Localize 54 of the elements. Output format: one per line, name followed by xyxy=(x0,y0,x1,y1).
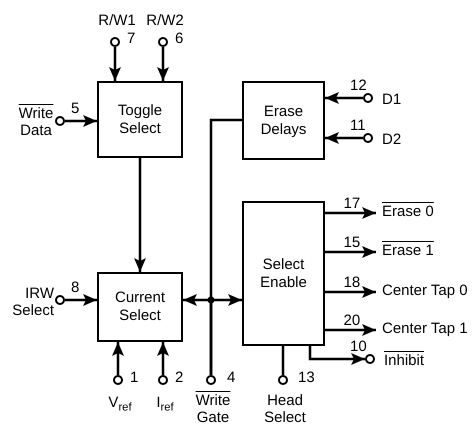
signal-label: Write Gate xyxy=(194,392,232,426)
pin-number: 12 xyxy=(350,78,367,93)
signal-line xyxy=(282,346,284,375)
function-block xyxy=(242,201,325,346)
block-label: Select Enable xyxy=(259,256,308,292)
pin-number: 17 xyxy=(342,196,362,211)
signal-label: V$_{ref}$ xyxy=(107,394,133,412)
signal-label: Head Select xyxy=(263,392,307,426)
pin-number: 11 xyxy=(350,118,366,133)
pin-number: 8 xyxy=(71,280,80,295)
pin-number: 6 xyxy=(175,31,184,46)
pin-number: 18 xyxy=(342,275,362,290)
pin-number: 10 xyxy=(350,339,367,354)
signal-arrow xyxy=(325,324,376,336)
pin-number: 2 xyxy=(175,370,184,385)
signal-line xyxy=(210,118,242,375)
signal-label: Center Tap 1 xyxy=(376,321,468,338)
block-label: Current Select xyxy=(114,289,166,325)
signal-label: D1 xyxy=(382,91,402,108)
block-label: Toggle Select xyxy=(116,102,164,138)
signal-arrow xyxy=(325,286,376,298)
pin-number: 20 xyxy=(342,313,362,328)
signal-label: Write Data xyxy=(18,105,54,140)
signal-arrow xyxy=(157,342,169,375)
signal-label: Erase 0 xyxy=(376,204,434,220)
signal-arrow xyxy=(325,207,376,219)
pin-number: 15 xyxy=(342,235,362,250)
pin-number: 13 xyxy=(298,370,315,385)
function-block xyxy=(97,272,183,342)
function-block xyxy=(242,81,325,160)
signal-label: IRW Select xyxy=(11,285,54,320)
signal-arrow xyxy=(157,47,169,81)
signal-arrow xyxy=(112,342,124,375)
signal-label: I$_{ref}$ xyxy=(155,394,175,412)
signal-arrow xyxy=(308,346,365,365)
signal-label: Erase 1 xyxy=(376,243,434,260)
signal-label: R/W2 xyxy=(145,12,185,30)
signal-label: Center Tap 0 xyxy=(376,283,468,300)
signal-label: D2 xyxy=(382,131,402,148)
signal-arrow xyxy=(134,158,146,272)
signal-arrow xyxy=(65,115,97,127)
signal-label: R/W1 xyxy=(97,12,137,30)
function-block xyxy=(97,81,183,158)
pin-number: 4 xyxy=(227,370,236,385)
signal-arrow xyxy=(109,47,121,81)
block-label: Erase Delays xyxy=(260,102,308,138)
pin-number: 1 xyxy=(130,370,138,385)
signal-arrow xyxy=(65,294,97,306)
pin-number: 7 xyxy=(127,31,136,46)
signal-arrow xyxy=(325,246,376,258)
signal-arrow xyxy=(325,92,363,104)
signal-label: Inhibit xyxy=(384,352,426,370)
signal-arrow xyxy=(325,132,363,144)
pin-number: 5 xyxy=(71,101,80,116)
